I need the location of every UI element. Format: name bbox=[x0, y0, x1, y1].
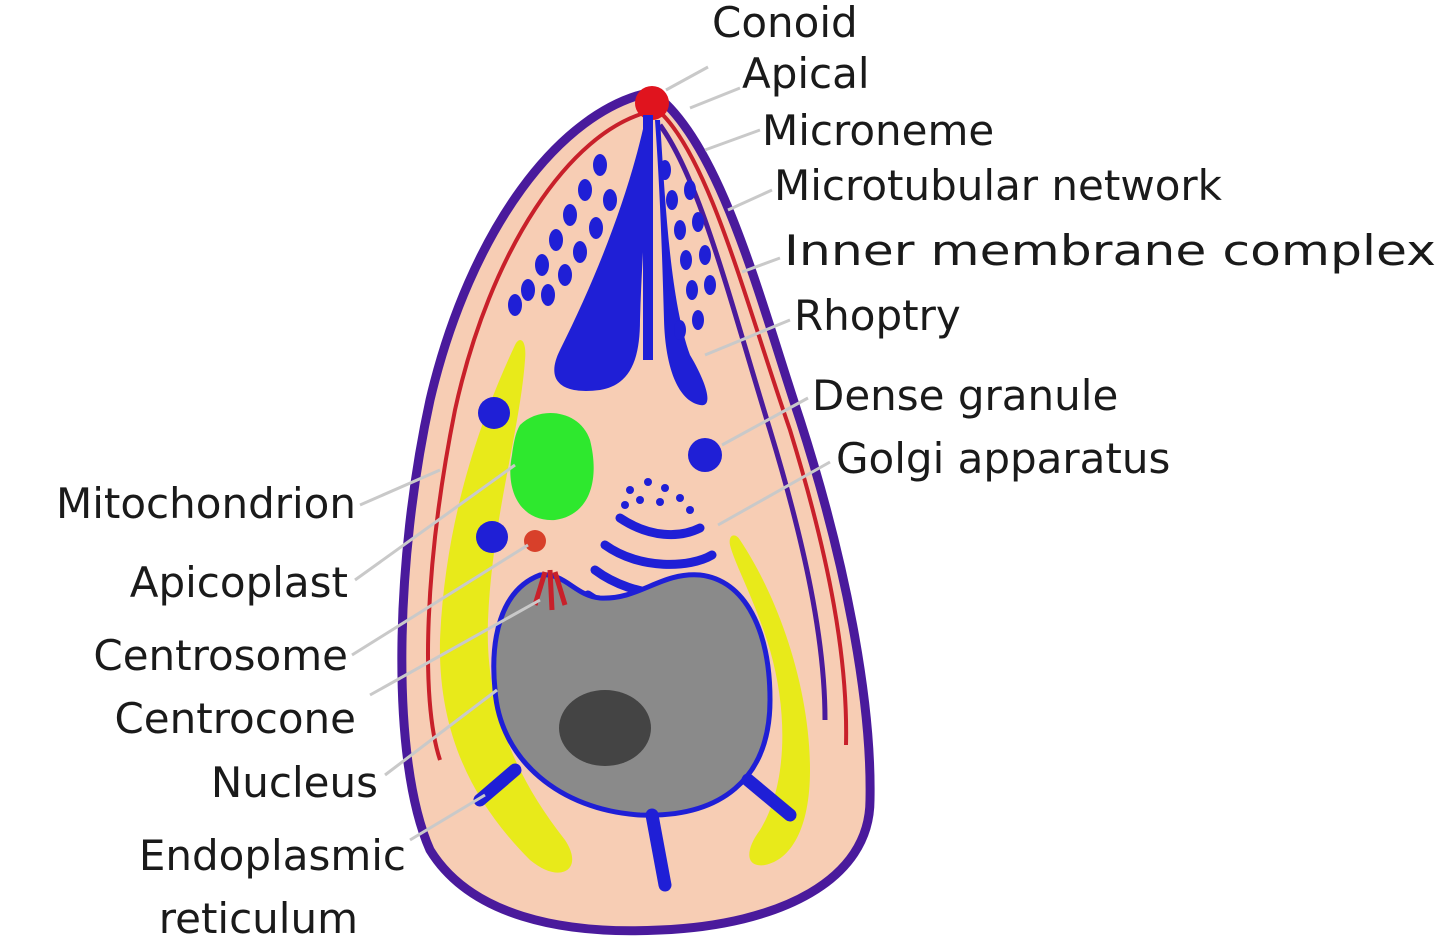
label-conoid: Conoid bbox=[712, 0, 858, 47]
label-microneme: Microneme bbox=[762, 106, 994, 155]
golgi-vesicles bbox=[621, 478, 694, 514]
nucleolus bbox=[559, 690, 651, 766]
endoplasmic-reticulum-shape bbox=[473, 763, 797, 892]
label-centrosome: Centrosome bbox=[93, 631, 348, 680]
label-golgi-apparatus: Golgi apparatus bbox=[836, 434, 1170, 483]
label-apical: Apical bbox=[742, 49, 870, 98]
mitochondrion-right bbox=[729, 535, 810, 866]
label-dense-granule: Dense granule bbox=[812, 371, 1118, 420]
rhoptry-right bbox=[655, 120, 708, 406]
label-reticulum: reticulum bbox=[159, 894, 358, 943]
mitochondrion-left bbox=[439, 340, 573, 873]
leader-lines bbox=[351, 65, 831, 842]
label-endoplasmic: Endoplasmic bbox=[139, 831, 406, 880]
label-apicoplast: Apicoplast bbox=[130, 558, 348, 607]
dense-granule bbox=[478, 397, 510, 429]
label-centrocone: Centrocone bbox=[114, 694, 356, 743]
rhoptry-left bbox=[554, 120, 652, 391]
conoid-shape bbox=[635, 86, 669, 120]
label-microtubular-network: Microtubular network bbox=[774, 161, 1223, 210]
apicoplast-shape bbox=[510, 413, 594, 521]
centrosome-shape bbox=[524, 530, 546, 552]
inner-membrane-complex bbox=[426, 110, 649, 761]
label-rhoptry: Rhoptry bbox=[794, 291, 961, 340]
label-nucleus: Nucleus bbox=[211, 758, 378, 807]
micronemes bbox=[508, 154, 716, 340]
inner-membrane-complex-right bbox=[658, 110, 849, 746]
dense-granule bbox=[476, 521, 508, 553]
dense-granule bbox=[688, 438, 722, 472]
label-inner-membrane-complex: Inner membrane complex bbox=[784, 226, 1436, 275]
label-mitochondrion: Mitochondrion bbox=[56, 479, 356, 528]
centrocone-shape bbox=[532, 569, 568, 611]
